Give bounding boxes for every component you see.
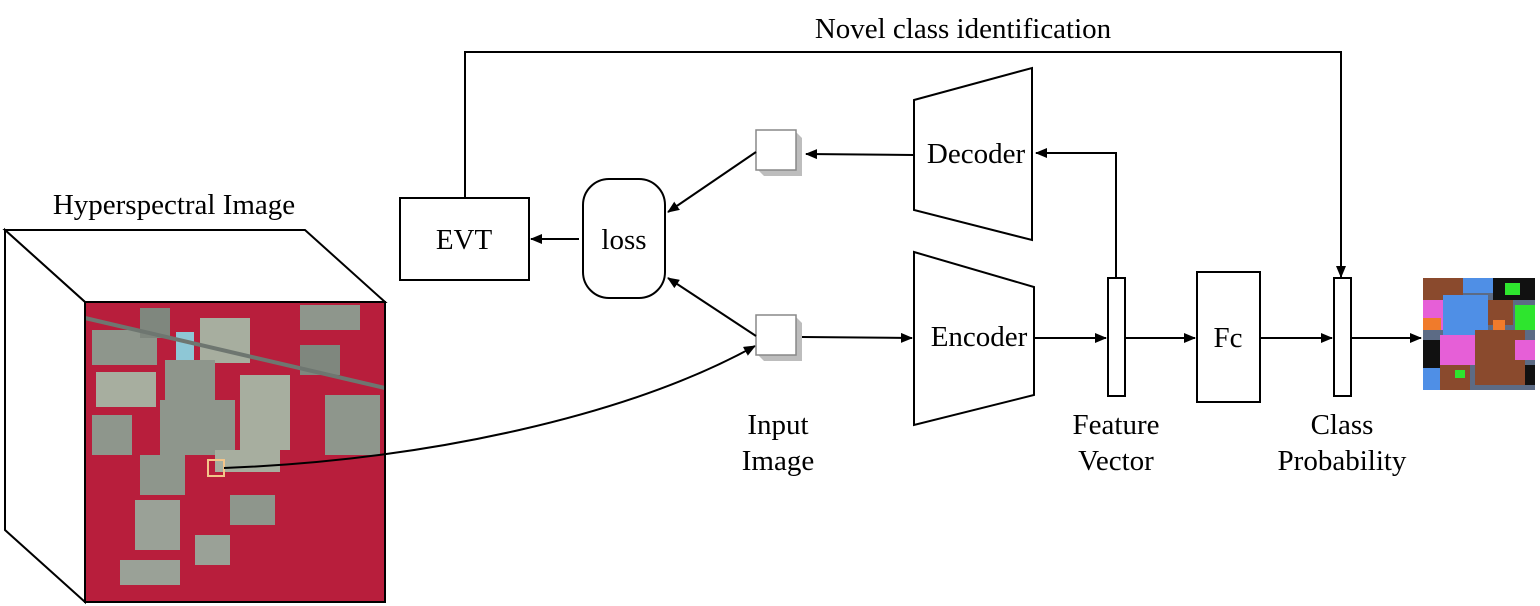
- class-probability-label-line2: Probability: [1278, 445, 1407, 477]
- input-image-cube: [755, 314, 802, 361]
- class-probability-label-line1: Class: [1311, 409, 1374, 441]
- feature-vector-bar: [1107, 277, 1126, 397]
- hyperspectral-cube: [2, 227, 388, 605]
- feature-to-decoder-arrow: [1035, 148, 1117, 278]
- loss-label: loss: [601, 224, 646, 256]
- decoder-to-reconstruction-arrow: [805, 149, 915, 160]
- classification-map: [1423, 278, 1535, 390]
- encoder-label: Encoder: [931, 321, 1028, 353]
- novel-class-identification-label: Novel class identification: [815, 13, 1112, 45]
- input-to-loss-arrow: [667, 277, 757, 337]
- loss-box: [582, 178, 666, 299]
- novel-class-feedback-arrow: [464, 51, 1346, 278]
- feature-vector-label-line2: Vector: [1078, 445, 1154, 477]
- input-to-encoder-arrow: [801, 332, 913, 343]
- fc-box: [1196, 271, 1261, 403]
- input-image-label-line2: Image: [742, 445, 814, 477]
- evt-label: EVT: [436, 224, 493, 256]
- decoder-label: Decoder: [927, 138, 1026, 170]
- feature-vector-label-line1: Feature: [1073, 409, 1160, 441]
- patch-to-input-arrow: [223, 345, 756, 469]
- hyperspectral-image-label: Hyperspectral Image: [53, 189, 295, 221]
- reconstructed-image-cube: [755, 129, 802, 176]
- reconstruction-to-loss-arrow: [667, 151, 757, 213]
- fc-label: Fc: [1214, 322, 1243, 354]
- hyperspectral-image-face: [84, 302, 386, 602]
- encoder-block: [913, 250, 1035, 427]
- decoder-block: [913, 66, 1033, 242]
- class-probability-bar: [1333, 277, 1352, 397]
- input-image-label-line1: Input: [747, 409, 808, 441]
